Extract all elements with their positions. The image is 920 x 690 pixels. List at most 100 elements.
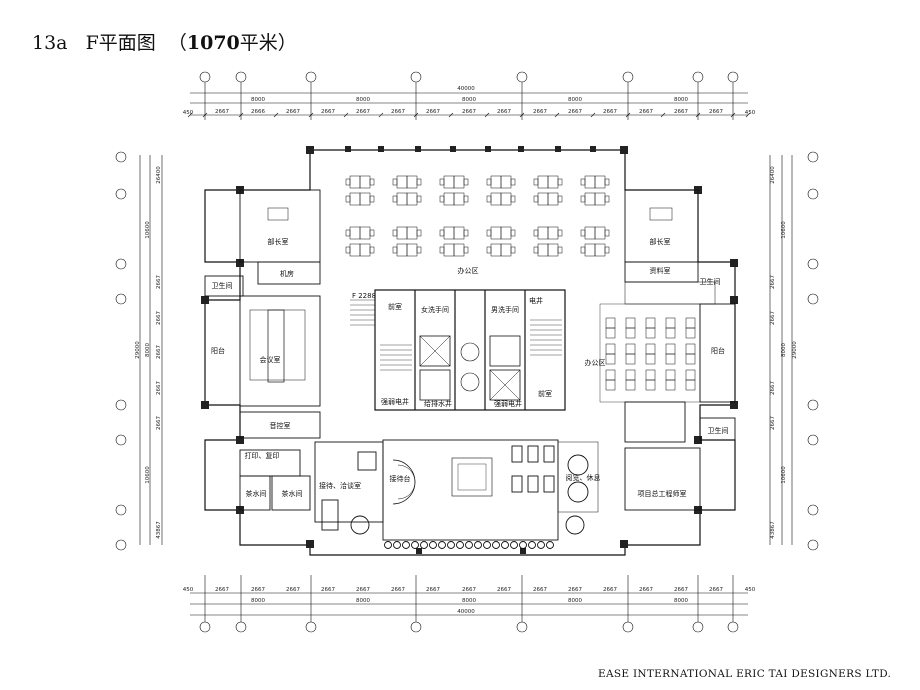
bot-mod-1: 2667	[215, 587, 229, 593]
bottom-edge-right: 450	[745, 587, 756, 593]
desk	[665, 343, 676, 355]
desk	[594, 175, 606, 189]
dim-tick	[448, 112, 454, 118]
top-mod-5: 2667	[356, 109, 370, 115]
plant	[438, 541, 446, 549]
chair	[439, 178, 445, 186]
label-tea-2: 茶水间	[282, 489, 303, 498]
chair	[533, 178, 539, 186]
desk	[453, 243, 465, 257]
plant	[402, 541, 410, 549]
plant	[429, 541, 437, 549]
desk	[396, 226, 408, 240]
desk	[685, 353, 696, 365]
desk	[645, 343, 656, 355]
chair	[510, 195, 516, 203]
plant	[528, 541, 536, 549]
chair	[580, 246, 586, 254]
bot-bay-5: 8000	[674, 598, 688, 604]
right-bay-mid: 8000	[781, 343, 787, 357]
desk	[547, 243, 559, 257]
desk	[406, 192, 418, 206]
desk	[594, 243, 606, 257]
chair	[392, 195, 398, 203]
label-front-room-2: 前室	[538, 389, 552, 398]
desk	[645, 369, 656, 381]
desk	[537, 192, 549, 206]
desk	[406, 226, 418, 240]
title-area: 1070	[186, 32, 240, 54]
desk	[537, 226, 549, 240]
desk	[605, 369, 616, 381]
desk	[547, 226, 559, 240]
desk	[349, 243, 361, 257]
chair	[392, 229, 398, 237]
top-mod-7: 2667	[426, 109, 440, 115]
lobby	[321, 439, 589, 549]
chair	[486, 246, 492, 254]
bot-mod-2: 2667	[251, 587, 265, 593]
dim-tick	[187, 112, 193, 118]
top-mod-13: 2667	[639, 109, 653, 115]
dim-tick	[343, 112, 349, 118]
right-mod-top: 26400	[770, 166, 776, 184]
chair	[510, 229, 516, 237]
chair	[392, 246, 398, 254]
bot-mod-3: 2667	[286, 587, 300, 593]
plant	[519, 541, 527, 549]
left-dimensions: 29000 8000 10600 10600 26400 2667 2667 2…	[115, 151, 163, 551]
chair	[510, 178, 516, 186]
chair	[604, 178, 610, 186]
chair	[510, 246, 516, 254]
desk	[645, 379, 656, 391]
top-dimensions: 40000 8000 8000 8000 8000 8000 450 450 2…	[183, 86, 756, 118]
desk	[584, 175, 596, 189]
left-mod-1: 2667	[156, 275, 162, 289]
right-mod-5: 2667	[770, 416, 776, 430]
chair	[533, 229, 539, 237]
chair	[463, 229, 469, 237]
desk	[645, 317, 656, 329]
chair	[345, 178, 351, 186]
desk	[605, 379, 616, 391]
desk	[605, 343, 616, 355]
bot-mod-10: 2667	[533, 587, 547, 593]
desk	[625, 353, 636, 365]
top-mod-9: 2667	[497, 109, 511, 115]
chair	[416, 246, 422, 254]
top-mod-8: 2667	[462, 109, 476, 115]
label-fire-shaft: 强弱电井	[381, 397, 409, 406]
dim-tick	[378, 112, 384, 118]
plant	[456, 541, 464, 549]
plant	[501, 541, 509, 549]
top-mod-6: 2667	[391, 109, 405, 115]
chair	[604, 246, 610, 254]
chair	[416, 229, 422, 237]
dim-tick	[273, 112, 279, 118]
label-lounge: 阅览、休息	[566, 473, 601, 482]
desk	[605, 317, 616, 329]
right-bay-bottom: 10600	[781, 466, 787, 484]
chair	[369, 246, 375, 254]
plant	[492, 541, 500, 549]
top-mod-11: 2667	[568, 109, 582, 115]
desk	[665, 379, 676, 391]
label-meeting: 会议室	[260, 355, 281, 364]
desk	[625, 379, 636, 391]
label-chief-engineer: 项目总工程师室	[638, 489, 687, 498]
right-total-dim: 29000	[792, 341, 798, 359]
label-toilet-left: 卫生间	[212, 281, 233, 290]
dim-tick	[484, 112, 490, 118]
plant	[483, 541, 491, 549]
bot-mod-4: 2667	[321, 587, 335, 593]
bot-mod-11: 2667	[568, 587, 582, 593]
desk	[490, 175, 502, 189]
bot-bay-2: 8000	[356, 598, 370, 604]
bot-mod-15: 2667	[709, 587, 723, 593]
top-mod-12: 2667	[603, 109, 617, 115]
desk	[490, 226, 502, 240]
desk	[605, 327, 616, 339]
chair	[345, 229, 351, 237]
label-elec-top: 电井	[529, 296, 543, 305]
bot-mod-7: 2667	[426, 587, 440, 593]
